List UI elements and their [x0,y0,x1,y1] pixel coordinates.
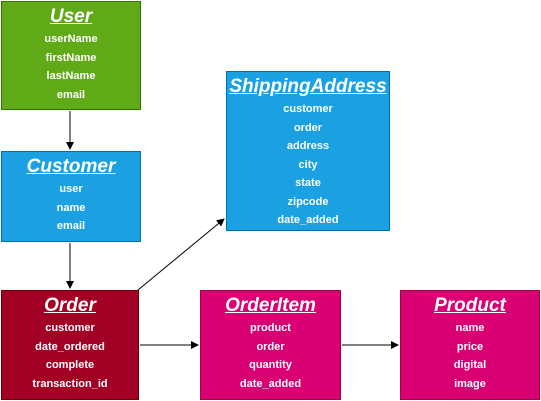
entity-field: state [295,177,321,189]
entity-field: firstName [45,51,97,64]
entity-order[interactable]: Order customer date_ordered complete tra… [1,290,139,400]
entity-field: email [56,88,86,101]
entity-field: userName [44,33,98,45]
entity-title: User [49,6,93,27]
entity-field: name [56,201,86,214]
entity-field: city [298,158,318,171]
entity-field: transaction_id [32,377,108,390]
entity-field: order [256,340,285,353]
entity-title: Product [434,295,506,316]
entity-field: quantity [249,359,292,371]
entity-field: date_added [239,377,302,390]
entity-product[interactable]: Product name price digital image [400,290,540,400]
entity-field: name [455,322,485,334]
entity-field: customer [283,103,333,115]
entity-field: date_ordered [35,340,105,353]
entity-customer[interactable]: Customer user name email [1,151,141,242]
entity-title: OrderItem [225,295,316,316]
entity-shipping-address[interactable]: ShippingAddress customer order address c… [226,71,390,231]
entity-field: user [59,183,83,195]
entity-field: zipcode [287,195,329,208]
entity-title: ShippingAddress [229,76,387,97]
arrow-order-to-shipping [137,218,225,291]
entity-field: digital [453,359,487,371]
entity-field: lastName [46,70,96,82]
entity-field: product [250,322,291,334]
entity-field: price [456,340,484,353]
entity-user[interactable]: User userName firstName lastName email [1,1,141,110]
entity-order-item[interactable]: OrderItem product order quantity date_ad… [200,290,341,400]
entity-field: order [293,121,323,134]
entity-title: Order [44,295,96,316]
entity-field: image [454,377,486,390]
entity-title: Customer [26,156,116,177]
entity-field: customer [45,322,95,334]
entity-field: address [286,140,330,152]
entity-field: email [56,220,86,232]
entity-field: date_added [277,214,339,226]
entity-field: complete [45,359,95,371]
